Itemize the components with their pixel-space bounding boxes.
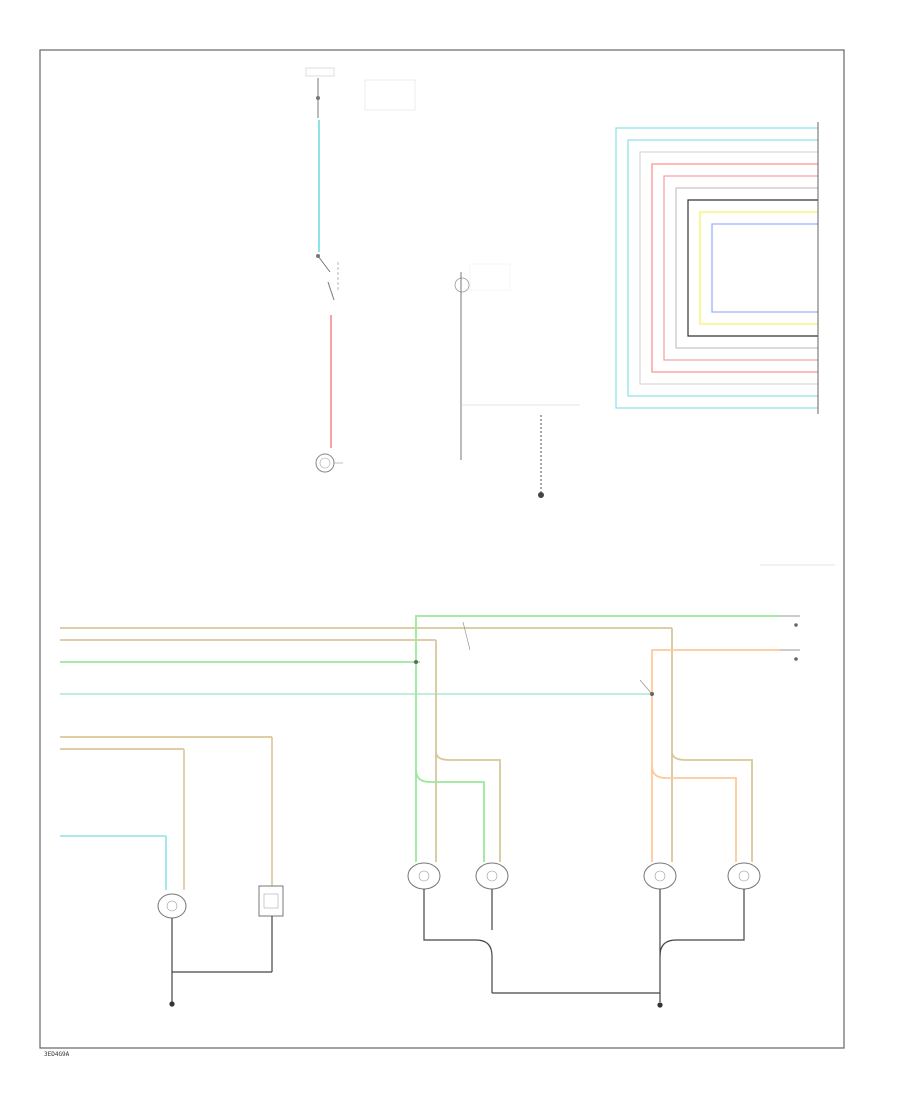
high-mount-stop-lamp <box>315 453 343 473</box>
ground-left <box>169 1001 175 1007</box>
top-fuse-block <box>305 67 416 118</box>
ground-center-rear <box>657 1002 663 1008</box>
right-rear-stop-lamp <box>643 862 677 890</box>
diagram-frame <box>39 49 845 1049</box>
harness-buses <box>60 615 780 862</box>
diagram-footer-code: 3ED4G9A <box>44 1051 70 1058</box>
license-lamp <box>454 263 511 460</box>
trailer-connector-block <box>615 122 819 414</box>
body-connector <box>461 404 580 498</box>
left-rear-tail-lamp <box>475 862 509 890</box>
left-rear-stop-lamp <box>407 862 441 890</box>
right-connector-stubs <box>780 615 800 661</box>
lamp-branches <box>415 751 753 862</box>
license-lamp-assembly <box>258 885 284 917</box>
cargo-lamp <box>157 893 187 919</box>
ground-wiring <box>171 889 745 1002</box>
right-rear-tail-lamp <box>727 862 761 890</box>
stop-lamp-switch <box>316 254 339 301</box>
